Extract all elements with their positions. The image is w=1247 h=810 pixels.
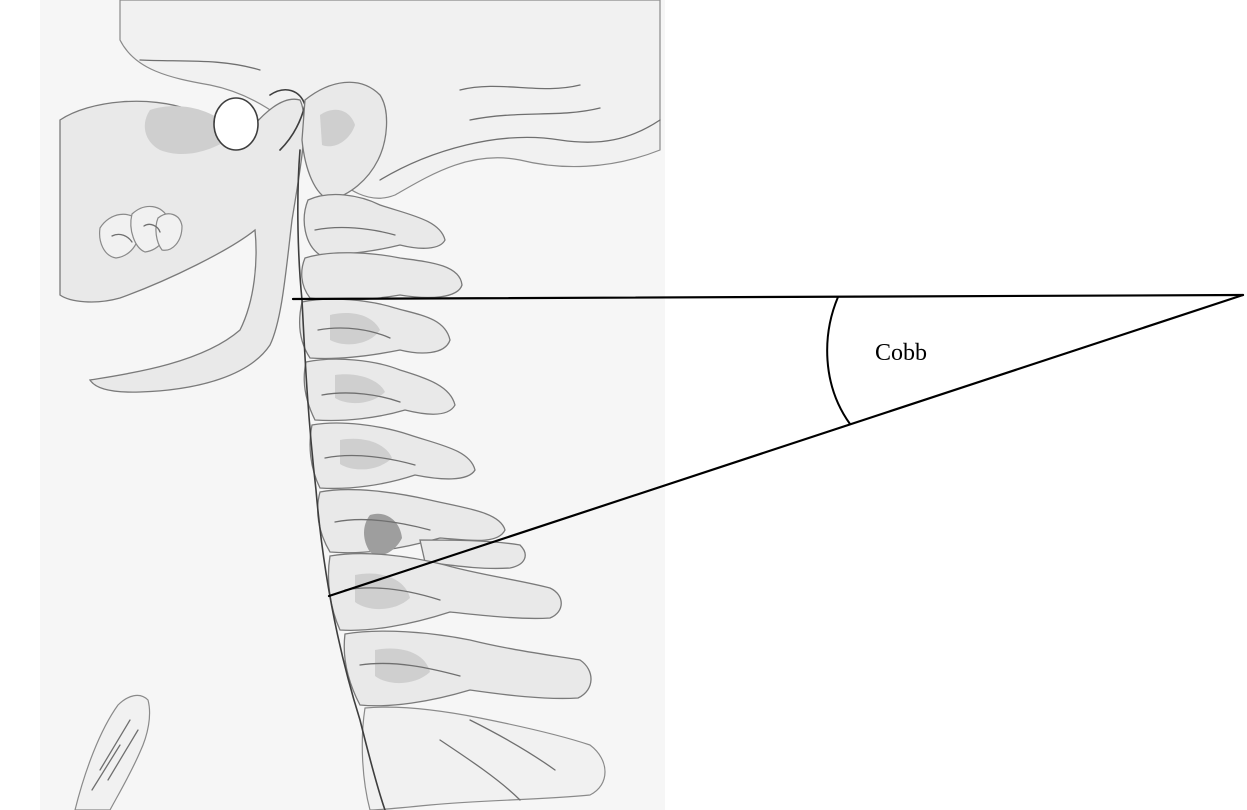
angle-label: Cobb	[875, 340, 927, 366]
cervical-spine-illustration	[40, 0, 665, 810]
mandibular-notch	[214, 98, 258, 150]
angle-arc	[827, 297, 850, 424]
